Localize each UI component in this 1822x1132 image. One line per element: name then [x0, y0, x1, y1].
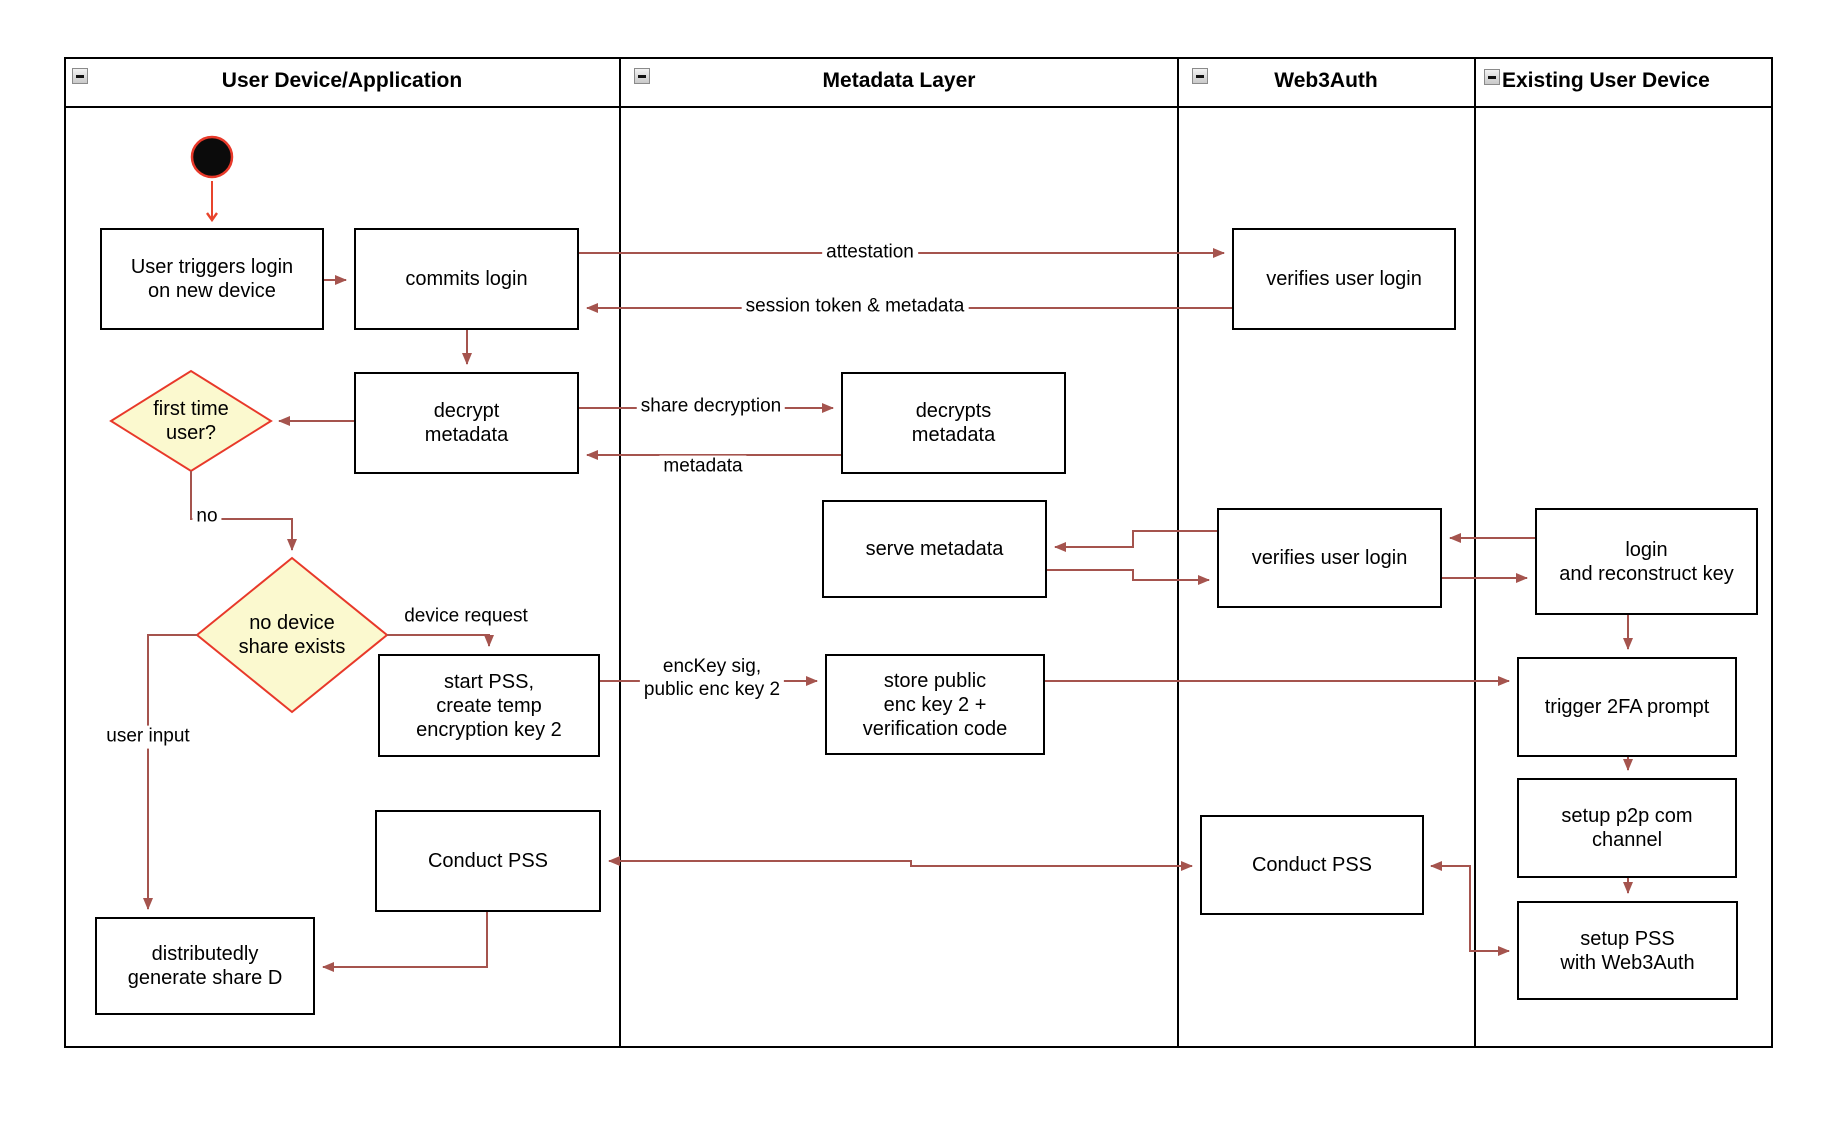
- lane3-collapse-icon[interactable]: [1192, 68, 1208, 84]
- node-setup-p2p: setup p2p com channel: [1517, 778, 1737, 878]
- edge-label-user-input: user input: [102, 725, 194, 749]
- lane4-collapse-icon[interactable]: [1484, 69, 1500, 85]
- start-node: [190, 135, 234, 179]
- node-decrypt-metadata: decrypt metadata: [354, 372, 579, 474]
- edge-label-enckey: encKey sig, public enc key 2: [639, 656, 785, 702]
- lane-title-metadata-layer: Metadata Layer: [822, 69, 976, 92]
- arrow-conduct-to-share-d: [322, 912, 488, 972]
- node-serve-metadata: serve metadata: [822, 500, 1047, 598]
- edge-label-session-token: session token & metadata: [741, 295, 969, 319]
- lane-title-web3auth: Web3Auth: [1274, 69, 1378, 92]
- node-commits-login: commits login: [354, 228, 579, 330]
- node-login-reconstruct-key: login and reconstruct key: [1535, 508, 1758, 615]
- edge-label-no: no: [192, 505, 222, 529]
- arrow-no-branch: [190, 471, 297, 551]
- arrow-verifies2-to-serve: [1054, 530, 1217, 552]
- arrow-user-input: [143, 634, 197, 910]
- lane2-collapse-icon[interactable]: [634, 68, 650, 84]
- edge-label-device-request: device request: [400, 605, 532, 629]
- node-conduct-pss-user: Conduct PSS: [375, 810, 601, 912]
- node-setup-pss-web3auth: setup PSS with Web3Auth: [1517, 901, 1738, 1000]
- node-verifies-user-login-2: verifies user login: [1217, 508, 1442, 608]
- node-verifies-user-login-1: verifies user login: [1232, 228, 1456, 330]
- node-generate-share-d: distributedly generate share D: [95, 917, 315, 1015]
- diagram-frame: [64, 57, 1773, 1048]
- lane-title-existing-device: Existing User Device: [1502, 69, 1710, 92]
- node-store-public-key: store public enc key 2 + verification co…: [825, 654, 1045, 755]
- decision-label-no-device-share: no device share exists: [238, 612, 346, 658]
- lane-title-user-device: User Device/Application: [221, 69, 463, 92]
- node-user-triggers-login: User triggers login on new device: [100, 228, 324, 330]
- node-decrypts-metadata: decrypts metadata: [841, 372, 1066, 474]
- arrow-serve-to-verifies2: [1047, 569, 1210, 585]
- edge-label-attestation: attestation: [822, 241, 918, 265]
- decision-first-time-user: [109, 369, 273, 473]
- node-conduct-pss-web3auth: Conduct PSS: [1200, 815, 1424, 915]
- edge-label-share-decryption: share decryption: [636, 395, 786, 419]
- node-trigger-2fa: trigger 2FA prompt: [1517, 657, 1737, 757]
- lane1-collapse-icon[interactable]: [72, 68, 88, 84]
- decision-label-first-time: first time user?: [153, 398, 229, 444]
- arrow-device-request: [387, 634, 494, 647]
- arrow-setup-pss-conduct-link: [1430, 861, 1510, 956]
- arrow-conduct-pss-link: [608, 856, 1193, 871]
- node-start-pss: start PSS, create temp encryption key 2: [378, 654, 600, 757]
- edge-label-metadata: metadata: [659, 455, 747, 479]
